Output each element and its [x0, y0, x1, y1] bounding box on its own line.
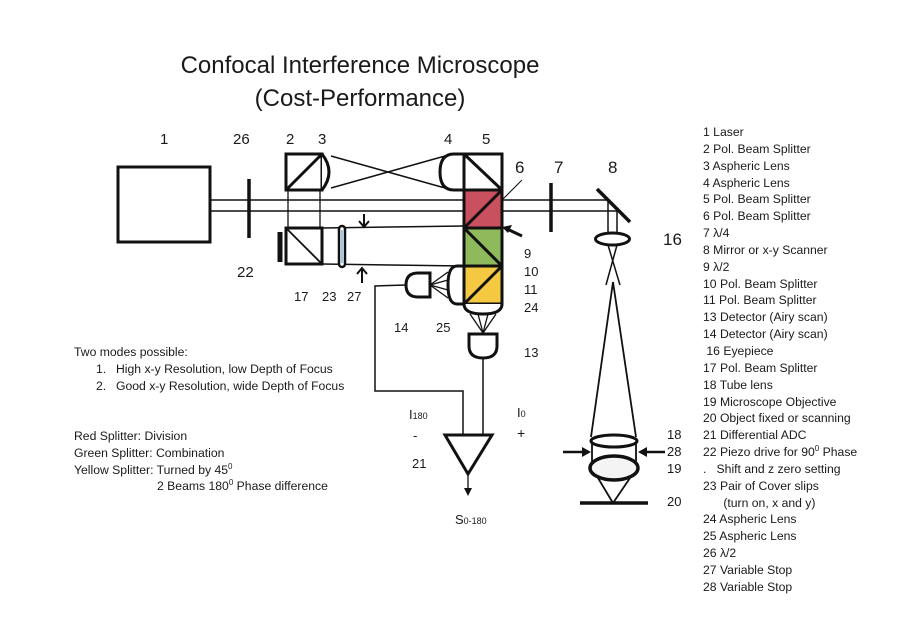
stop-27-arrow-up — [356, 266, 368, 275]
label-2: 2 — [286, 131, 295, 148]
legend-item: 8 Mirror or x-y Scanner — [703, 242, 828, 257]
label-9: 9 — [524, 246, 532, 261]
label-27: 27 — [347, 289, 362, 304]
legend-item: 19 Microscope Objective — [703, 394, 837, 409]
legend-item: 4 Aspheric Lens — [703, 175, 790, 190]
stop-28-arrow-right — [638, 447, 647, 457]
label-20: 20 — [667, 494, 682, 509]
component-legend: 1 Laser 2 Pol. Beam Splitter 3 Aspheric Le… — [703, 124, 857, 596]
legend-item: 3 Aspheric Lens — [703, 158, 790, 173]
label-28: 28 — [667, 444, 682, 459]
adc-21 — [442, 433, 495, 477]
tube-lens-18 — [589, 433, 639, 449]
legend-item: 26 λ/2 — [703, 546, 737, 561]
signal-i180: I180 — [409, 407, 428, 422]
detector-14 — [404, 271, 432, 299]
label-7: 7 — [554, 158, 564, 177]
lens-4 — [438, 152, 466, 192]
legend-tail: . Shift and z zero setting 23 Pair of Cov… — [703, 461, 857, 596]
signal-minus: - — [413, 428, 418, 443]
signal-plus: + — [517, 425, 526, 441]
mode-item: 1.High x-y Resolution, low Depth of Focu… — [96, 361, 333, 376]
legend-item: 21 Differential ADC — [703, 428, 807, 443]
note-green: Green Splitter: Combination — [74, 445, 225, 460]
label-21: 21 — [412, 456, 427, 471]
objective-19 — [588, 454, 640, 482]
note-yellow: Yellow Splitter: Turned by 450 — [74, 461, 233, 477]
label-23: 23 — [322, 289, 337, 304]
legend-item: 9 λ/2 — [703, 259, 730, 274]
diagram-subtitle: (Cost-Performance) — [254, 85, 466, 112]
waveplate-9-arrow — [502, 225, 512, 233]
signal-output: S0-180 — [455, 512, 487, 527]
legend-item: (turn on, x and y) — [703, 495, 816, 510]
lens-25 — [446, 264, 466, 306]
label-1: 1 — [160, 131, 169, 148]
legend-item: 7 λ/4 — [703, 226, 730, 241]
label-3: 3 — [318, 131, 327, 148]
label-25: 25 — [436, 320, 451, 335]
output-arrow — [464, 488, 472, 496]
label-19: 19 — [667, 461, 682, 476]
legend-item: 18 Tube lens — [703, 377, 773, 392]
label-6: 6 — [515, 158, 525, 177]
note-beams: 2 Beams 1800 Phase difference — [157, 478, 328, 494]
label-11: 11 — [524, 282, 538, 297]
eyepiece-16 — [594, 231, 631, 247]
legend-item: 10 Pol. Beam Splitter — [703, 276, 818, 291]
legend-item: 25 Aspheric Lens — [703, 529, 797, 544]
signal-i0: I0 — [517, 405, 526, 420]
legend-item: 14 Detector (Airy scan) — [703, 327, 828, 342]
modes-note: Two modes possible: 1.High x-y Resolutio… — [74, 344, 344, 394]
legend-list: 1 Laser 2 Pol. Beam Splitter 3 Aspheric Le… — [703, 124, 857, 444]
legend-item: 1 Laser — [703, 125, 744, 139]
legend-item: 6 Pol. Beam Splitter — [703, 209, 811, 224]
legend-item: 23 Pair of Cover slips — [703, 478, 819, 493]
mirror-8 — [595, 187, 632, 224]
label-5: 5 — [482, 131, 491, 148]
label-26: 26 — [233, 131, 250, 148]
label-22: 22 — [237, 264, 254, 281]
legend-item: 11 Pol. Beam Splitter — [703, 293, 817, 308]
legend-item: 28 Variable Stop — [703, 579, 793, 594]
stop-27-arrow-down — [358, 220, 370, 229]
legend-item: 24 Aspheric Lens — [703, 512, 797, 527]
diagram-title: Confocal Interference Microscope — [180, 52, 540, 79]
legend-item: 27 Variable Stop — [703, 562, 793, 577]
label-13: 13 — [524, 345, 539, 360]
legend-item: 22 Piezo drive for 900 Phase — [703, 443, 858, 460]
label-4: 4 — [444, 131, 453, 148]
legend-item: 5 Pol. Beam Splitter — [703, 192, 811, 207]
modes-heading: Two modes possible: — [74, 345, 188, 359]
label-16: 16 — [663, 230, 682, 249]
legend-item: . Shift and z zero setting — [703, 461, 841, 476]
label-17: 17 — [294, 289, 309, 304]
legend-item: 20 Object fixed or scanning — [703, 411, 851, 426]
laser-box — [116, 165, 212, 244]
legend-item: 16 Eyepiece — [703, 343, 774, 358]
legend-item: 2 Pol. Beam Splitter — [703, 141, 811, 156]
mode-item: 2.Good x-y Resolution, wide Depth of Foc… — [96, 378, 345, 393]
lens-24 — [462, 303, 504, 316]
splitter-notes: Red Splitter: Division Green Splitter: C… — [74, 428, 328, 495]
legend-item: 13 Detector (Airy scan) — [703, 310, 828, 325]
note-red: Red Splitter: Division — [74, 429, 188, 443]
label-14: 14 — [394, 320, 409, 335]
legend-item: 17 Pol. Beam Splitter — [703, 360, 818, 375]
label-8: 8 — [608, 158, 618, 177]
stop-28-arrow-left — [582, 447, 591, 457]
label-18: 18 — [667, 427, 682, 442]
label-24: 24 — [524, 300, 539, 315]
detector-13 — [467, 332, 499, 360]
lens-3 — [320, 153, 331, 191]
label-10: 10 — [524, 264, 539, 279]
